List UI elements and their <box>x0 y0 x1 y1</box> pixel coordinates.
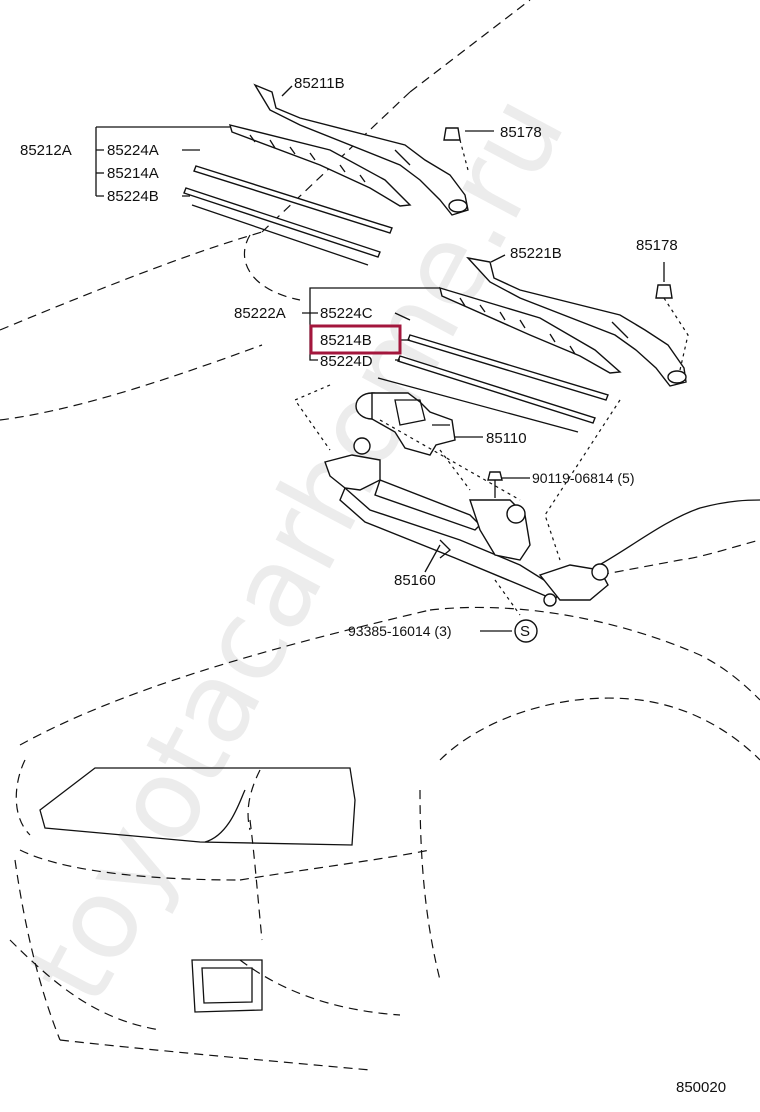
label-85211B[interactable]: 85211B <box>294 75 345 92</box>
label-85224D[interactable]: 85224D <box>320 353 373 370</box>
cap-85178-upper <box>443 127 461 141</box>
label-93385[interactable]: 93385-16014 (3) <box>348 623 452 639</box>
highlight-box-85214B <box>309 324 402 355</box>
part-labels: 85211B 85178 85212A 85224A 85214A 85224B… <box>20 75 726 1096</box>
wiper-arm-lower <box>466 256 687 387</box>
assembly-leaders <box>294 139 689 616</box>
standard-part-symbol-text: S <box>520 623 530 640</box>
wiper-arm-upper <box>253 83 469 216</box>
cap-85178-lower <box>655 284 673 299</box>
label-85221B[interactable]: 85221B <box>510 245 562 262</box>
car-body-outline <box>0 0 760 1071</box>
label-85214A[interactable]: 85214A <box>107 165 159 182</box>
wiper-blade-lower <box>377 286 622 433</box>
wiper-linkage <box>324 437 609 607</box>
wiper-blade-upper <box>183 124 412 266</box>
label-85212A[interactable]: 85212A <box>20 142 72 159</box>
label-85214B[interactable]: 85214B <box>320 332 372 349</box>
label-85224A[interactable]: 85224A <box>107 142 159 159</box>
wiper-motor <box>355 392 456 456</box>
label-85224C[interactable]: 85224C <box>320 305 373 322</box>
label-85224B[interactable]: 85224B <box>107 188 159 205</box>
label-85110[interactable]: 85110 <box>486 430 527 447</box>
bolt-90119 <box>487 471 503 498</box>
label-85178-lower[interactable]: 85178 <box>636 237 678 254</box>
label-85160[interactable]: 85160 <box>394 572 436 589</box>
label-85222A[interactable]: 85222A <box>234 305 286 322</box>
label-85178-upper[interactable]: 85178 <box>500 124 542 141</box>
diagram-code: 850020 <box>676 1079 726 1096</box>
standard-part-symbol <box>514 619 538 643</box>
label-90119[interactable]: 90119-06814 (5) <box>532 470 634 486</box>
